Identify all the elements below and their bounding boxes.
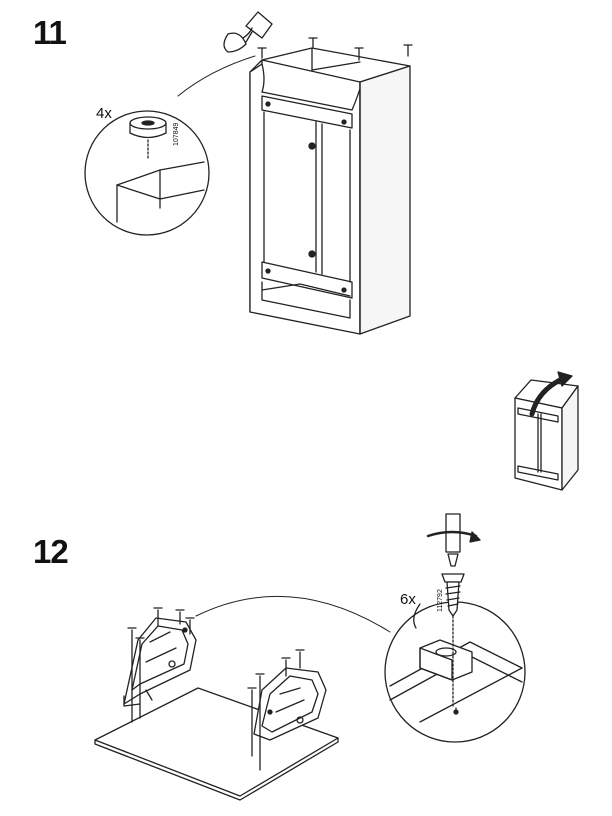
part-number-label: 107849 [173, 123, 180, 146]
quantity-leader-line [413, 603, 421, 629]
glide-detail-callout [84, 55, 256, 236]
left-bracket [123, 607, 197, 723]
cabinet-flip-thumbnail [514, 371, 579, 491]
step-number-11: 11 [33, 14, 67, 51]
tabletop-panel [94, 687, 339, 801]
cabinet-back-view [249, 37, 413, 335]
step-number-12: 12 [33, 533, 69, 570]
quantity-label: 6x [400, 591, 416, 608]
hammer-icon [223, 11, 273, 53]
part-number-label: 112792 [437, 589, 444, 612]
screw-detail-callout [195, 595, 526, 743]
screwdriver-icon [426, 513, 481, 567]
screw-icon [441, 573, 465, 707]
right-bracket [247, 649, 327, 771]
quantity-label: 4x [96, 105, 112, 122]
